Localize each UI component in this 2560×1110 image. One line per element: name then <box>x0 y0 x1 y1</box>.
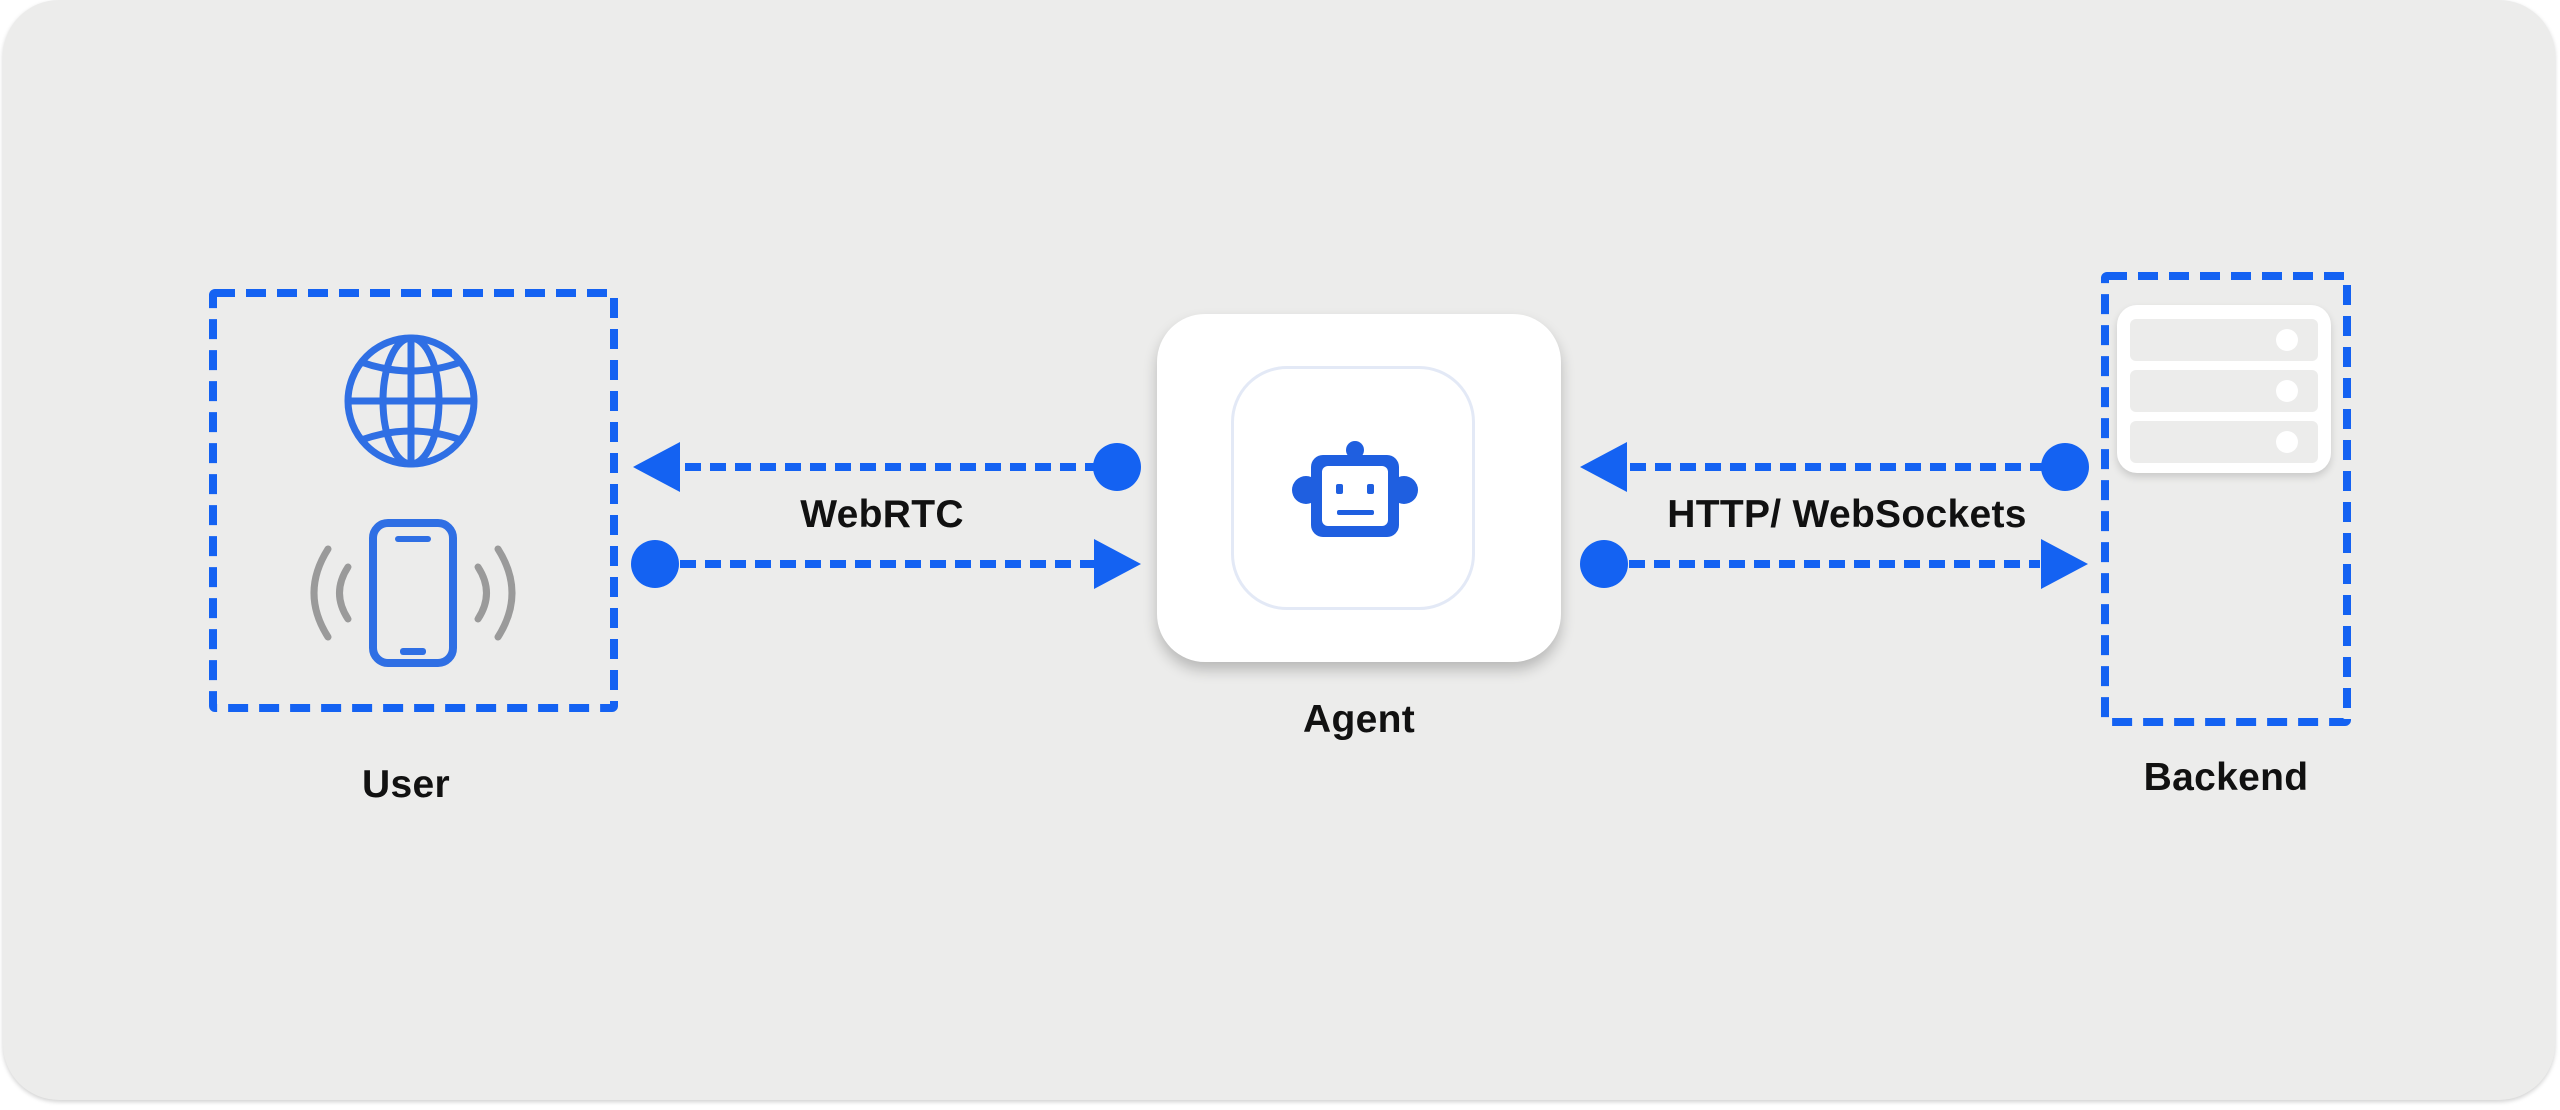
signal-waves-icon <box>310 545 516 641</box>
user-label: User <box>362 763 450 806</box>
webrtc-arrow-to-agent <box>631 539 1141 589</box>
http-arrow-to-agent <box>1580 442 2089 492</box>
webrtc-arrow-to-user <box>633 442 1141 492</box>
server-icon <box>2130 319 2318 463</box>
robot-icon <box>1292 441 1418 537</box>
smartphone-icon <box>369 519 457 667</box>
globe-icon <box>344 334 478 468</box>
connection-label-http: HTTP/ WebSockets <box>1667 493 2027 536</box>
user-node-box <box>209 289 618 712</box>
backend-label: Backend <box>2143 756 2309 799</box>
connection-label-webrtc: WebRTC <box>800 493 964 536</box>
http-arrow-to-backend <box>1580 539 2088 589</box>
backend-node-box <box>2101 272 2351 726</box>
agent-label: Agent <box>1303 698 1415 741</box>
agent-inner-frame <box>1231 366 1475 610</box>
